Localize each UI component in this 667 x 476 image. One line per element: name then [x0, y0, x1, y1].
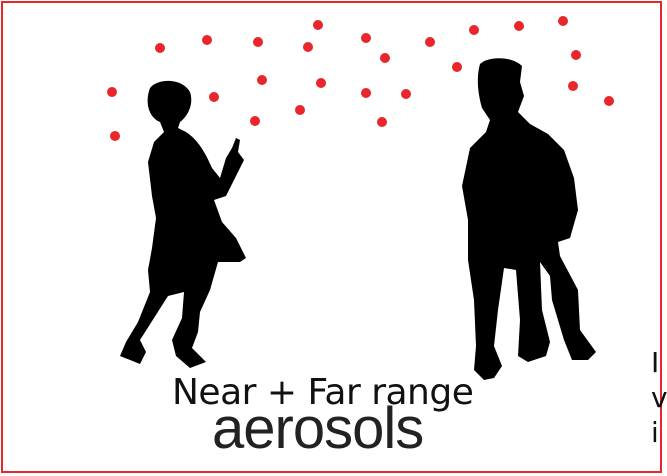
cropped-letter: I — [651, 346, 660, 379]
aerosol-droplets — [107, 16, 614, 141]
cropped-side-text: I v i — [651, 345, 667, 450]
woman-silhouette-icon — [120, 80, 246, 369]
man-silhouette-icon — [462, 58, 596, 380]
cropped-letter: i — [651, 416, 659, 449]
aerosols-heading: aerosols — [212, 396, 424, 461]
cropped-letter: v — [651, 381, 667, 414]
range-caption: Near + Far range — [172, 372, 474, 413]
